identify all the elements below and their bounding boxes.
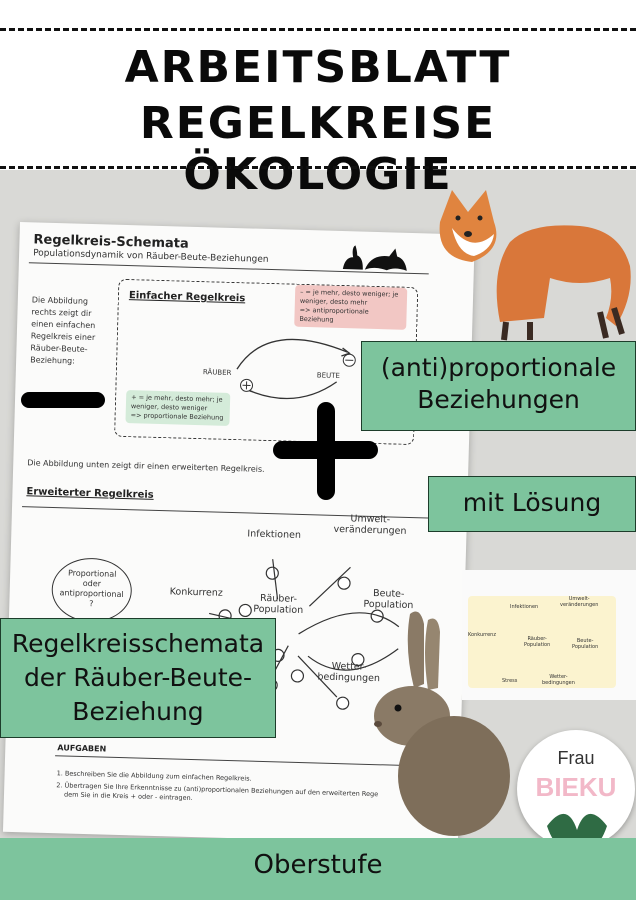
ext-competition: Konkurrenz xyxy=(169,586,223,599)
ext-line: Population xyxy=(253,603,304,617)
footer-text: Oberstufe xyxy=(253,850,383,880)
simple-cycle-box: Einfacher Regelkreis – = je mehr, desto … xyxy=(114,278,419,446)
mini-line: Umwelt- xyxy=(568,596,590,602)
preview-prey: Beute- Population xyxy=(572,638,598,650)
mini-line: Population xyxy=(572,644,599,650)
logo-graphic: Frau BIEKU xyxy=(536,748,617,848)
logo-text-line1: Frau xyxy=(557,748,594,768)
question-bubble: Proportional oder antiproportional ? xyxy=(50,557,133,624)
simple-cycle-title: Einfacher Regelkreis xyxy=(128,290,246,305)
preview-stress: Stress xyxy=(502,678,518,684)
solution-preview: Infektionen Umwelt- veränderungen Konkur… xyxy=(462,570,636,700)
header: ARBEITSBLATT REGELKREISE ÖKOLOGIE xyxy=(0,0,636,200)
node-prey: BEUTE xyxy=(316,371,340,380)
label-with-solution: mit Lösung xyxy=(428,476,636,532)
title-line-2: REGELKREISE ÖKOLOGIE xyxy=(139,98,497,200)
mini-line: bedingungen xyxy=(542,680,575,686)
preview-weather: Wetter- bedingungen xyxy=(542,674,575,686)
minus-symbol xyxy=(21,392,105,408)
preview-infections: Infektionen xyxy=(510,604,539,610)
tasks-heading: AUFGABEN xyxy=(57,743,107,754)
preview-competition: Konkurrenz xyxy=(468,632,496,638)
title-line-1: ARBEITSBLATT xyxy=(124,42,512,93)
extended-cycle-diagram xyxy=(209,559,400,710)
preview-predator: Räuber- Population xyxy=(524,636,550,648)
ext-environment: Umwelt- veränderungen xyxy=(333,513,407,537)
footer-banner: Oberstufe xyxy=(0,838,636,900)
label-line: der Räuber-Beute- xyxy=(23,663,253,692)
label-anti-proportional: (anti)proportionale Beziehungen xyxy=(361,341,636,431)
worksheet-intro: Die Abbildung rechts zeigt dir einen ein… xyxy=(30,295,96,366)
extended-intro: Die Abbildung unten zeigt dir einen erwe… xyxy=(27,458,265,474)
brand-logo: Frau BIEKU xyxy=(517,730,635,848)
mini-line: veränderungen xyxy=(560,602,599,608)
note-line: => proportionale Beziehung xyxy=(130,411,224,422)
rabbit-illustration xyxy=(374,611,510,836)
simple-cycle-diagram xyxy=(236,338,356,400)
fox-illustration xyxy=(439,190,631,341)
plus-symbol-vertical xyxy=(317,402,335,500)
mini-line: Räuber- xyxy=(527,636,547,642)
mini-line: Population xyxy=(524,642,551,648)
ext-infections: Infektionen xyxy=(247,528,302,541)
node-predator: RÄUBER xyxy=(202,368,232,377)
ext-line: veränderungen xyxy=(333,523,407,537)
extended-cycle-title: Erweiterter Regelkreis xyxy=(26,486,154,501)
dashed-divider-bottom xyxy=(0,166,636,169)
worksheet-preview: Regelkreis-Schemata Populationsdynamik v… xyxy=(2,222,475,845)
mini-line: Wetter- xyxy=(549,674,568,680)
solution-preview-panel xyxy=(468,596,616,688)
label-line: Beziehungen xyxy=(417,385,580,414)
dashed-divider-top xyxy=(0,28,636,31)
label-line: (anti)proportionale xyxy=(380,353,617,382)
logo-text-line2: BIEKU xyxy=(536,772,617,802)
mini-line: Beute- xyxy=(576,638,594,644)
preview-environment: Umwelt- veränderungen xyxy=(560,596,598,608)
label-line: Regelkreisschemata xyxy=(11,629,265,658)
label-schemata: Regelkreisschemata der Räuber-Beute- Bez… xyxy=(0,618,276,738)
animal-silhouette-icon xyxy=(342,245,407,271)
label-line: Beziehung xyxy=(72,697,204,726)
ext-predator-population: Räuber- Population xyxy=(253,593,304,616)
proportional-note: + = je mehr, desto mehr; je weniger, des… xyxy=(125,390,231,426)
